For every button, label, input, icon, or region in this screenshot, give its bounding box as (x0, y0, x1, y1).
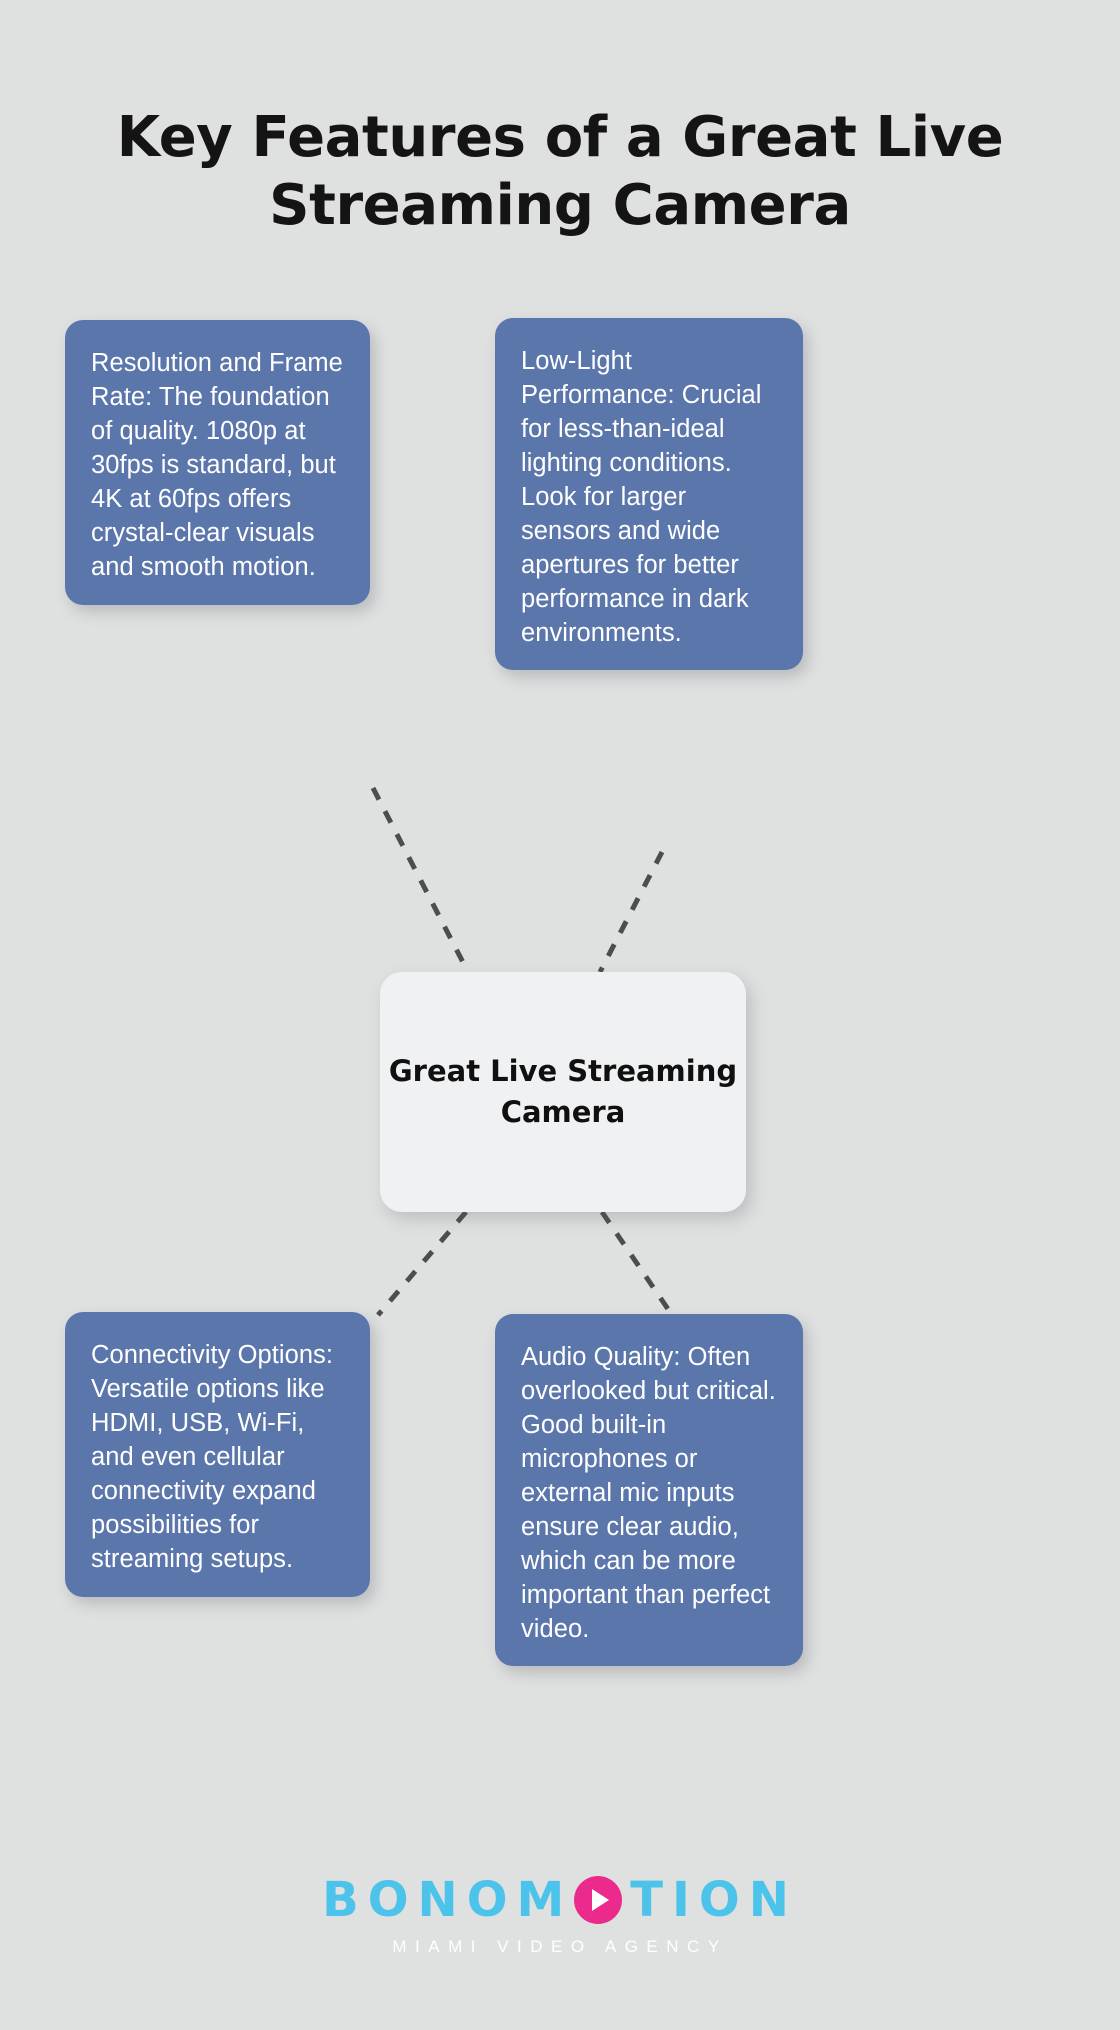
logo-text-before-play: BONOM (322, 1872, 574, 1928)
feature-card-text: Resolution and Frame Rate: The foundatio… (91, 349, 343, 582)
center-node-great-live-streaming-camera[interactable]: Great Live Streaming Camera (380, 972, 746, 1212)
feature-card-low-light-performance[interactable]: Low-Light Performance: Crucial for less-… (495, 318, 803, 670)
bonomotion-logo: BONOM TION MIAMI VIDEO AGENCY (0, 1876, 1120, 1957)
play-icon (574, 1876, 623, 1924)
feature-card-text: Low-Light Performance: Crucial for less-… (521, 347, 762, 648)
logo-text-after-play: TION (630, 1872, 798, 1928)
connector-top-left (370, 786, 471, 974)
feature-card-audio-quality[interactable]: Audio Quality: Often overlooked but crit… (495, 1314, 803, 1666)
feature-card-resolution-and-frame-rate[interactable]: Resolution and Frame Rate: The foundatio… (65, 320, 370, 605)
connector-top-right (597, 850, 665, 974)
feature-card-text: Connectivity Options: Versatile options … (91, 1341, 333, 1574)
connector-bottom-left (376, 1210, 468, 1317)
feature-card-connectivity-options[interactable]: Connectivity Options: Versatile options … (65, 1312, 370, 1597)
feature-card-text: Audio Quality: Often overlooked but crit… (521, 1343, 776, 1644)
center-node-label: Great Live Streaming Camera (388, 1053, 738, 1129)
logo-wordmark: BONOM TION (322, 1876, 798, 1924)
connector-bottom-right (599, 1210, 675, 1317)
page-title: Key Features of a Great Live Streaming C… (116, 105, 1004, 239)
logo-tagline: MIAMI VIDEO AGENCY (392, 1937, 728, 1956)
